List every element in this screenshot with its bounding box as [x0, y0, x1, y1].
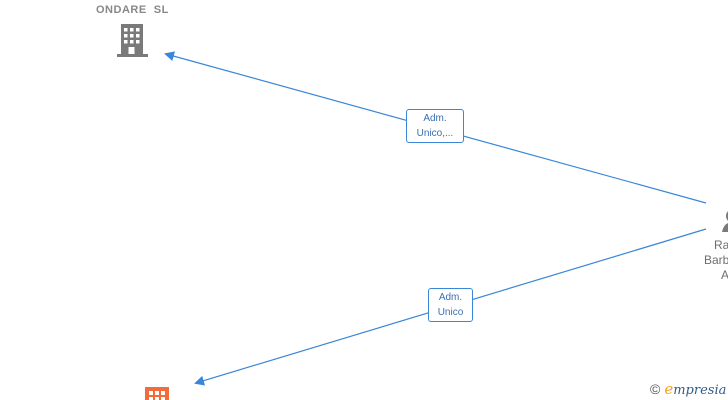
building-icon[interactable] [117, 24, 148, 57]
relation-label-line: Adm. [438, 292, 463, 303]
brand-logo-text: mpresia [673, 383, 727, 398]
brand-watermark: ©empresia [650, 380, 726, 398]
person-name[interactable]: Ra Barb A [698, 238, 728, 283]
relation-label[interactable]: Adm. Unico,... [406, 109, 464, 143]
brand-logo-initial: e [664, 380, 674, 398]
person-name-line: Barb [704, 253, 728, 267]
relation-label-line: Unico [437, 307, 464, 318]
building-icon[interactable] [145, 387, 169, 400]
relation-label[interactable]: Adm. Unico [428, 288, 473, 322]
person-name-line: A [721, 268, 728, 282]
person-icon[interactable] [722, 209, 728, 232]
copyright-icon: © [650, 381, 661, 397]
relation-label-line: Adm. [423, 113, 447, 124]
relation-label-line: Unico,... [416, 128, 454, 139]
company-name[interactable]: ONDARE SL [96, 4, 169, 16]
person-name-line: Ra [714, 238, 728, 252]
